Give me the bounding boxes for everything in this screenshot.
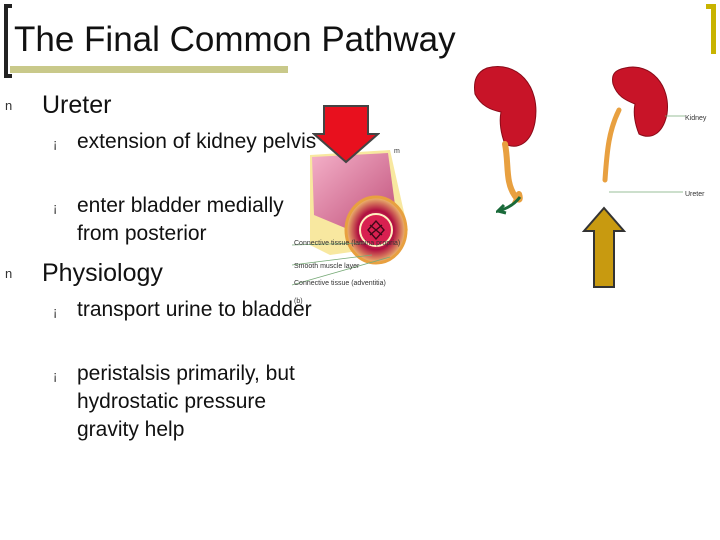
kidney-left: [474, 66, 537, 147]
sub-bullet-marker: ¡: [53, 368, 58, 383]
sub-bullet-extension: extension of kidney pelvis: [77, 130, 317, 153]
gold-up-arrow: [581, 206, 627, 288]
label-ureter: Ureter: [685, 191, 705, 198]
sub-bullet-transport: transport urine to bladder: [77, 298, 312, 321]
bullet-physiology: Physiology: [42, 259, 163, 287]
title-bracket-left: [4, 4, 12, 78]
label-kidney: Kidney: [685, 115, 707, 122]
cut-label: m: [394, 148, 400, 155]
label-leader: [291, 254, 373, 266]
ureter-lumen: [367, 219, 385, 241]
sub-bullet-marker: ¡: [53, 136, 58, 151]
kidney-right: [612, 66, 668, 137]
bullet-marker: n: [5, 266, 13, 281]
sub-bullet-peristalsis: peristalsis primarily, but hydrostatic p…: [77, 362, 295, 441]
green-arrow-path: [496, 196, 522, 215]
ureter-right: [602, 107, 622, 183]
ureter-cross-section-figure: m Connective tissue (lamina propria) Smo…: [291, 148, 408, 305]
ureter-left: [502, 141, 523, 203]
sub-bullet-marker: ¡: [53, 304, 58, 319]
title-bracket-right: [706, 4, 716, 54]
label-leader: [291, 256, 391, 286]
sub-bullet-marker: ¡: [53, 200, 58, 215]
gold-arrow-shape: [581, 206, 627, 288]
bullet-ureter: Ureter: [42, 91, 112, 119]
sub-bullet-enter-bladder: enter bladder medially from posterior: [77, 194, 284, 245]
title-underline: [10, 66, 288, 73]
bullet-marker: n: [5, 98, 13, 113]
panel-label: (b): [294, 298, 303, 305]
label-leader: [291, 242, 365, 246]
label-connective-lamina: Connective tissue (lamina propria): [294, 240, 400, 247]
slide-title: The Final Common Pathway: [14, 20, 456, 59]
red-down-arrow: [312, 105, 380, 164]
label-smooth-muscle: Smooth muscle layer: [294, 263, 360, 270]
label-connective-adventitia: Connective tissue (adventitia): [294, 280, 386, 287]
red-arrow-shape: [312, 105, 380, 164]
kidney-illustration-right: Kidney Ureter: [602, 66, 707, 198]
green-arrow-icon: [496, 196, 522, 215]
